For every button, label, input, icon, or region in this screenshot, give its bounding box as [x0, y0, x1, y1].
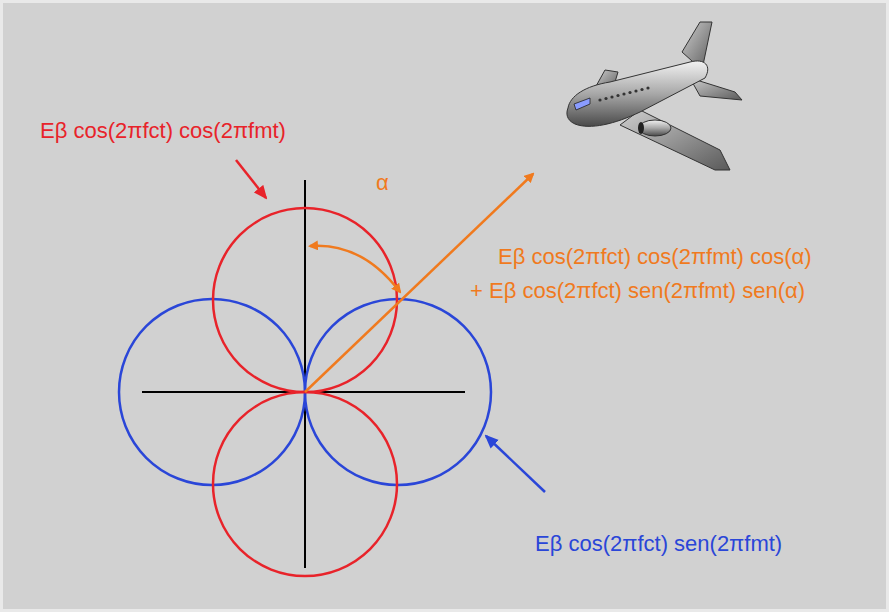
angle-arc [310, 246, 400, 292]
red-lobe [213, 208, 397, 392]
red-signal-label: Eβ cos(2πfct) cos(2πfmt) [40, 118, 286, 144]
blue-lobe [119, 299, 305, 485]
leader-arrow [236, 160, 266, 198]
blue-signal-label: Eβ cos(2πfct) sen(2πfmt) [535, 531, 782, 557]
airplane-icon [567, 22, 742, 170]
angle-label: α [376, 170, 389, 196]
leader-arrow [486, 436, 545, 492]
background-panel [3, 3, 886, 609]
red-lobe [213, 392, 397, 576]
received-signal-label: + Eβ cos(2πfct) sen(2πfmt) sen(α) [470, 278, 805, 304]
blue-lobe [305, 299, 491, 485]
received-signal-label: Eβ cos(2πfct) cos(2πfmt) cos(α) [498, 244, 812, 270]
